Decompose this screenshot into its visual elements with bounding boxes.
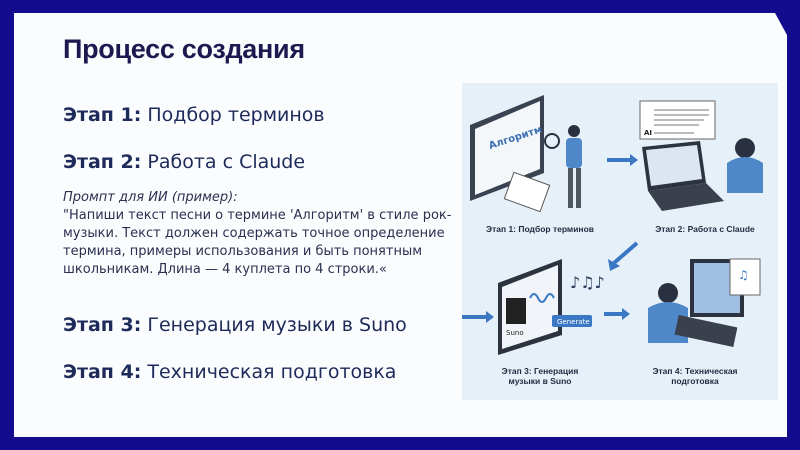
mixer-icon xyxy=(674,314,738,348)
caption-1: Этап 1: Подбор терминов xyxy=(486,224,594,234)
step-text: Работа с Claude xyxy=(147,151,306,173)
step-text: Генерация музыки в Suno xyxy=(147,314,407,336)
step-4: Этап 4: Техническая подготовка xyxy=(63,361,396,383)
generate-button xyxy=(552,315,592,327)
process-illustration: Алгоритм AI Suno Genera xyxy=(462,83,778,400)
step-text: Подбор терминов xyxy=(147,104,325,126)
step-label: Этап 2: xyxy=(63,151,142,173)
step-1: Этап 1: Подбор терминов xyxy=(63,104,325,126)
step-2: Этап 2: Работа с Claude xyxy=(63,151,305,173)
prompt-text: "Напиши текст песни о термине 'Алгоритм'… xyxy=(63,208,452,277)
music-notes-icon: ♪♫♪ xyxy=(570,273,605,292)
suno-logo xyxy=(506,298,526,324)
prompt-label: Промпт для ИИ (пример): xyxy=(63,190,238,205)
svg-text:AI: AI xyxy=(644,129,652,137)
page-title: Процесс создания xyxy=(63,34,305,64)
svg-text:Suno: Suno xyxy=(506,329,524,337)
step-label: Этап 3: xyxy=(63,314,142,336)
illustration-drawing: Алгоритм AI Suno Genera xyxy=(462,95,763,355)
svg-text:Generate: Generate xyxy=(557,318,590,326)
step-label: Этап 1: xyxy=(63,104,142,126)
notepad-icon xyxy=(503,171,551,213)
caption-2: Этап 2: Работа с Claude xyxy=(655,224,755,234)
step-label: Этап 4: xyxy=(63,361,142,383)
caption-4: Этап 4: Техническая подготовка xyxy=(652,366,738,386)
person-icon xyxy=(544,125,582,208)
step-text: Техническая подготовка xyxy=(147,361,397,383)
audio-file-icon xyxy=(729,258,761,296)
step-3: Этап 3: Генерация музыки в Suno xyxy=(63,314,407,336)
svg-text:♫: ♫ xyxy=(738,268,749,282)
caption-3: Этап 3: Генерация музыки в Suno xyxy=(501,366,579,386)
monitor-icon: Алгоритм xyxy=(470,95,544,201)
